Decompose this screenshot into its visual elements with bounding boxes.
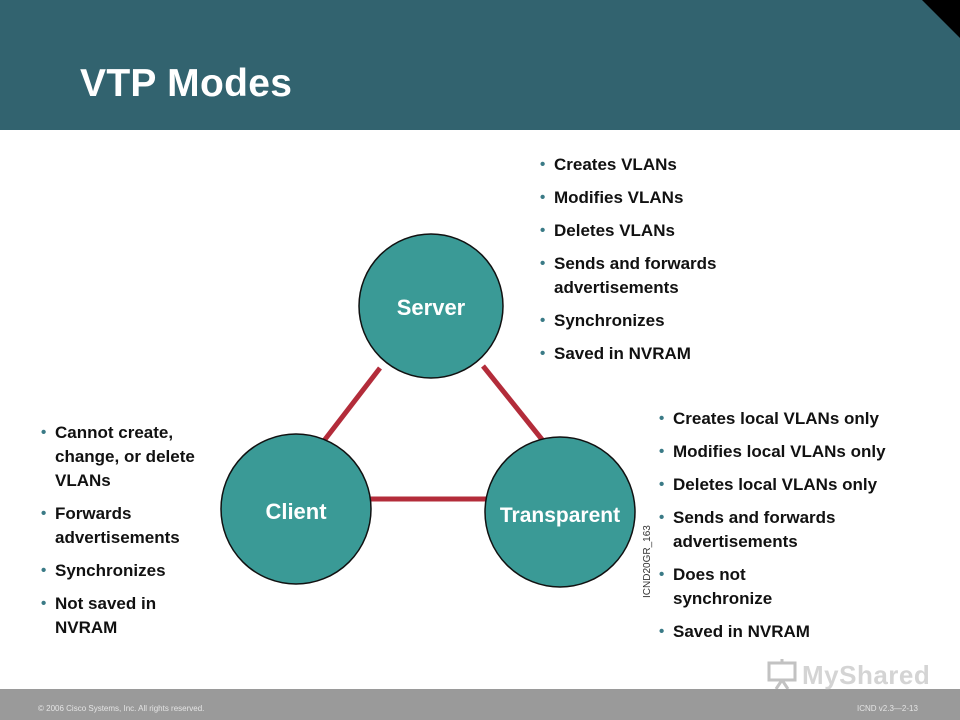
- server-feature-list: Creates VLANs Modifies VLANs Deletes VLA…: [535, 153, 795, 375]
- link-server-transparent: [481, 364, 546, 444]
- list-item: Saved in NVRAM: [654, 620, 954, 644]
- list-item: Sends and forwards advertisements: [654, 506, 908, 554]
- list-item: Synchronizes: [36, 559, 236, 583]
- client-label: Client: [265, 499, 327, 524]
- list-item: Creates local VLANs only: [654, 407, 954, 431]
- client-feature-list: Cannot create, change, or delete VLANs F…: [36, 421, 236, 649]
- transparent-feature-list: Creates local VLANs only Modifies local …: [654, 407, 954, 653]
- list-item: Forwards advertisements: [36, 502, 215, 550]
- corner-accent: [922, 0, 960, 38]
- list-item: Sends and forwards advertisements: [535, 252, 784, 300]
- slide-title: VTP Modes: [80, 62, 293, 105]
- list-item: Modifies VLANs: [535, 186, 795, 210]
- transparent-label: Transparent: [499, 504, 621, 527]
- list-item: Deletes local VLANs only: [654, 473, 954, 497]
- copyright-text: © 2006 Cisco Systems, Inc. All rights re…: [38, 704, 205, 713]
- title-bar: [0, 0, 960, 130]
- link-server-client: [321, 366, 382, 444]
- server-label: Server: [396, 295, 466, 320]
- watermark: MyShared: [766, 658, 930, 690]
- list-item: Creates VLANs: [535, 153, 795, 177]
- server-node: [358, 233, 504, 379]
- course-code: ICND v2.3—2-13: [857, 704, 918, 713]
- watermark-text: MyShared: [802, 660, 931, 690]
- list-item: Saved in NVRAM: [535, 342, 795, 366]
- transparent-node: [484, 436, 636, 588]
- presentation-icon: [767, 659, 797, 690]
- client-node: [220, 433, 372, 585]
- list-item: Deletes VLANs: [535, 219, 795, 243]
- list-item: Synchronizes: [535, 309, 795, 333]
- footer-bar: [0, 689, 960, 720]
- figure-id: ICND20GR_163: [642, 525, 653, 598]
- list-item: Does not synchronize: [654, 563, 823, 611]
- list-item: Not saved in NVRAM: [36, 592, 195, 640]
- list-item: Modifies local VLANs only: [654, 440, 954, 464]
- list-item: Cannot create, change, or delete VLANs: [36, 421, 230, 493]
